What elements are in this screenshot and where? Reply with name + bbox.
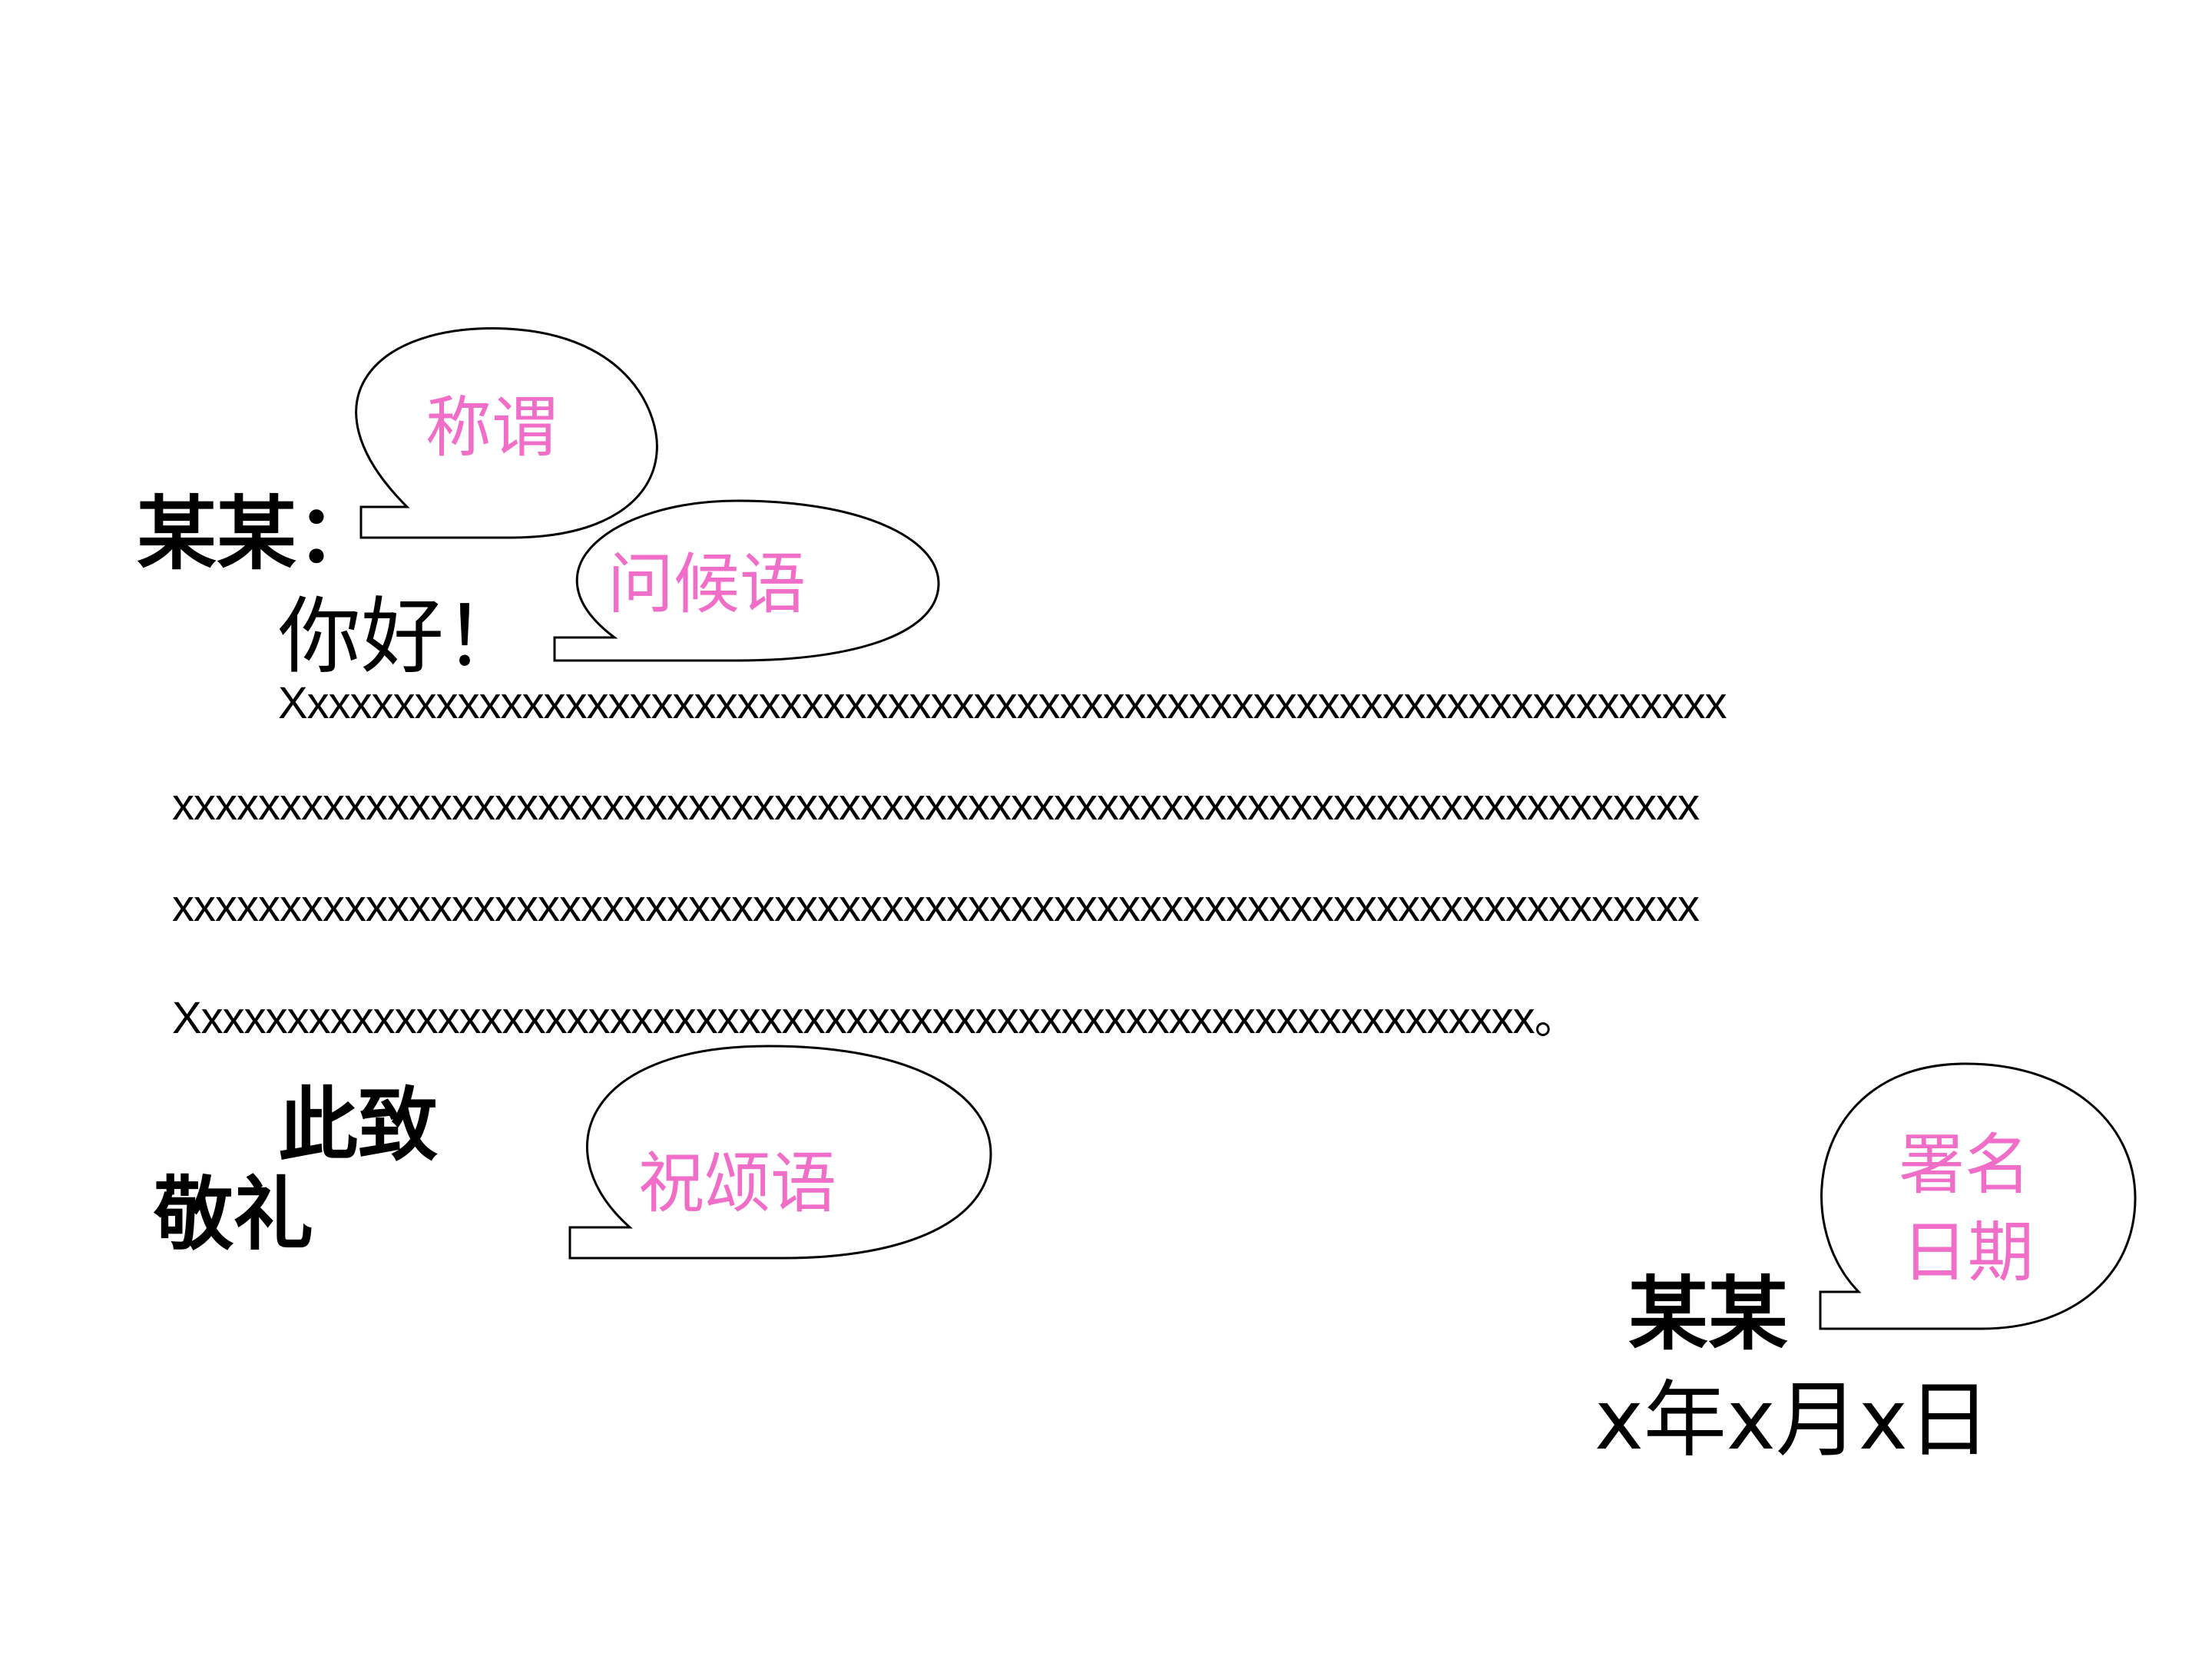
callout-signature-date: 署名 日期	[1819, 1062, 2137, 1330]
callout-date-label: 日期	[1902, 1214, 2034, 1291]
callout-greeting-label: 问候语	[608, 546, 806, 623]
closing-line-1: 此致	[278, 1078, 439, 1172]
body-line-2: xxxxxxxxxxxxxxxxxxxxxxxxxxxxxxxxxxxxxxxx…	[172, 780, 1700, 830]
callout-closing-label: 祝颂语	[638, 1145, 836, 1222]
callout-greeting: 问候语	[553, 499, 940, 662]
callout-closing: 祝颂语	[568, 1045, 992, 1260]
date: x年x月x日	[1594, 1373, 1991, 1469]
salutation: 某某：	[137, 486, 377, 581]
greeting: 你好！	[278, 589, 528, 685]
callout-signature-label: 署名	[1899, 1127, 2031, 1204]
callout-title-label: 称谓	[426, 389, 558, 466]
callout-title: 称谓	[355, 327, 658, 539]
body-line-3: xxxxxxxxxxxxxxxxxxxxxxxxxxxxxxxxxxxxxxxx…	[172, 881, 1700, 931]
body-line-4: Xxxxxxxxxxxxxxxxxxxxxxxxxxxxxxxxxxxxxxxx…	[172, 993, 1579, 1043]
signature: 某某	[1628, 1267, 1789, 1361]
closing-line-2: 敬礼	[154, 1167, 314, 1261]
body-line-1: Xxxxxxxxxxxxxxxxxxxxxxxxxxxxxxxxxxxxxxxx…	[278, 678, 1727, 728]
